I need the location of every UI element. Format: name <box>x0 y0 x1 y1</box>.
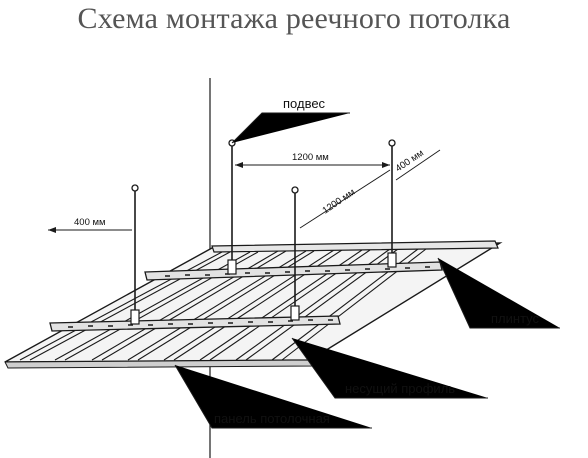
diagram-title: Схема монтажа реечного потолка <box>77 2 511 35</box>
leader-lines <box>174 112 560 429</box>
dim-1200-top: 1200 мм <box>292 152 329 163</box>
hanger-clips <box>130 252 397 325</box>
dim-400-left: 400 мм <box>74 217 106 228</box>
plinth <box>211 240 499 253</box>
dimension-lines <box>48 149 441 231</box>
label-profile: несущий профиль <box>345 381 455 396</box>
label-plinth: плинтус <box>491 311 540 326</box>
ceiling-panel <box>4 242 503 369</box>
label-panel: панель потолочная <box>214 411 330 426</box>
hanger-tops <box>131 139 396 194</box>
hanger-rods <box>134 145 393 322</box>
dimension-arrows <box>48 162 390 233</box>
carrier-profile-front <box>49 315 341 332</box>
dim-1200-diag: 1200 мм <box>321 187 358 217</box>
carrier-profile-back <box>144 261 443 281</box>
label-hanger: подвес <box>283 96 326 111</box>
